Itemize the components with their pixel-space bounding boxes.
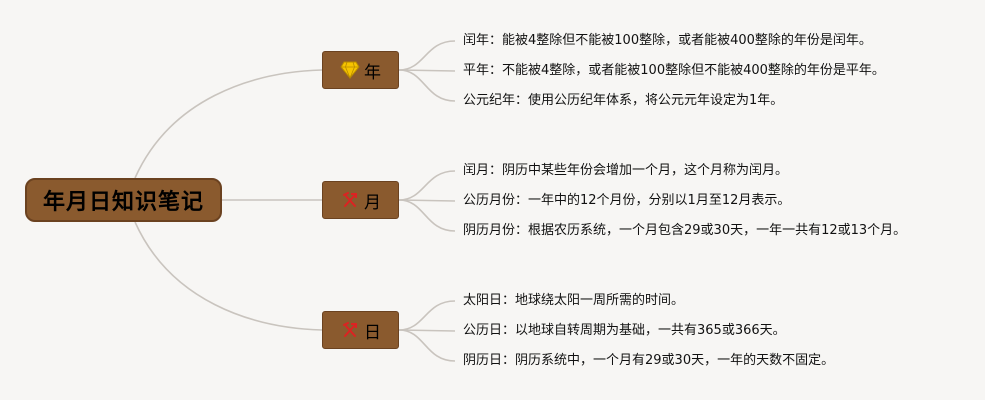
- hammer-pick-icon: [340, 320, 360, 340]
- root-node[interactable]: 年月日知识笔记: [25, 178, 222, 222]
- connector-year-leaf-3: [398, 69, 456, 102]
- leaf-node[interactable]: 闰年：能被4整除但不能被100整除，或者能被400整除的年份是闰年。: [463, 33, 872, 48]
- root-node-label: 年月日知识笔记: [42, 190, 204, 215]
- branch-node-day[interactable]: 日: [322, 311, 399, 349]
- connector-day-leaf-3: [398, 329, 456, 362]
- leaf-node[interactable]: 闰月：阴历中某些年份会增加一个月，这个月称为闰月。: [463, 163, 789, 178]
- connector-year-leaf-1: [398, 40, 456, 71]
- branch-node-month[interactable]: 月: [322, 181, 399, 219]
- diamond-icon: [340, 60, 360, 80]
- leaf-node[interactable]: 阴历日：阴历系统中，一个月有29或30天，一年的天数不固定。: [463, 353, 835, 368]
- connector-root-year: [134, 69, 323, 179]
- branch-node-year[interactable]: 年: [322, 51, 399, 89]
- connector-day-leaf-2: [398, 329, 456, 332]
- hammer-pick-icon: [340, 190, 360, 210]
- leaf-node[interactable]: 公元纪年：使用公历纪年体系，将公元元年设定为1年。: [463, 93, 784, 108]
- branch-node-year-label: 年: [364, 62, 381, 83]
- connector-month-leaf-1: [398, 170, 456, 201]
- leaf-node[interactable]: 公历日：以地球自转周期为基础，一共有365或366天。: [463, 323, 786, 338]
- branch-node-month-label: 月: [364, 192, 381, 213]
- leaf-node[interactable]: 公历月份：一年中的12个月份，分别以1月至12月表示。: [463, 193, 791, 208]
- connector-day-leaf-1: [398, 300, 456, 331]
- connector-month-leaf-3: [398, 199, 456, 232]
- connector-year-leaf-2: [398, 69, 456, 72]
- connector-root-day: [134, 221, 323, 331]
- connector-month-leaf-2: [398, 199, 456, 202]
- leaf-node[interactable]: 平年：不能被4整除，或者能被100整除但不能被400整除的年份是平年。: [463, 63, 885, 78]
- leaf-node[interactable]: 阴历月份：根据农历系统，一个月包含29或30天，一年一共有12或13个月。: [463, 223, 907, 238]
- branch-node-day-label: 日: [364, 322, 381, 343]
- leaf-node[interactable]: 太阳日：地球绕太阳一周所需的时间。: [463, 293, 685, 308]
